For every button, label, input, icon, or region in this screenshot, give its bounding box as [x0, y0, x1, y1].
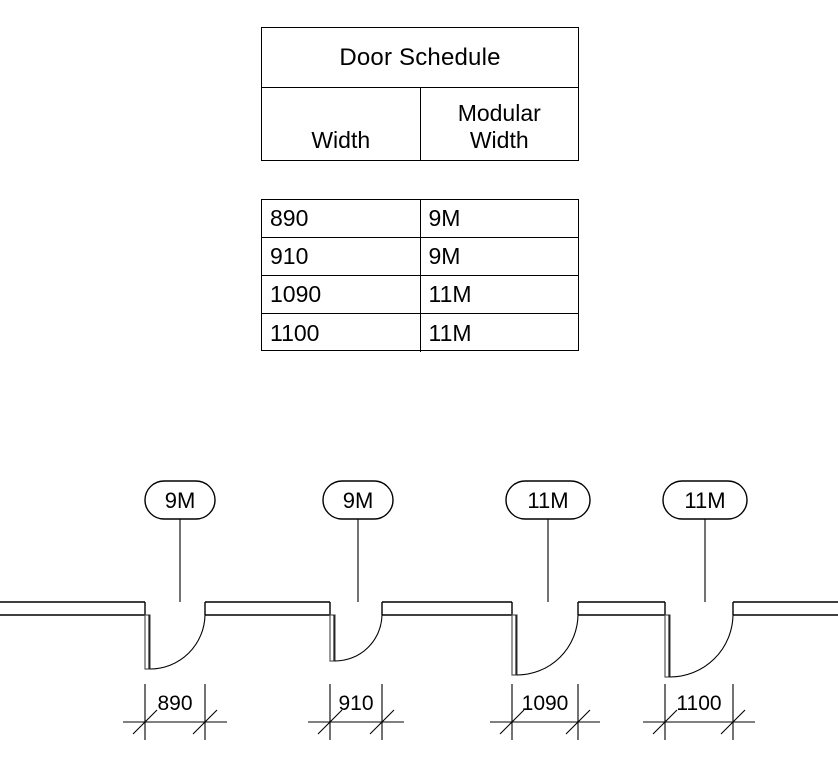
table-row: 1100 11M — [262, 314, 578, 352]
dimension-text: 1090 — [522, 692, 569, 715]
dimension-tick — [317, 709, 343, 735]
schedule-column-header-row: Width Modular Width — [262, 88, 578, 160]
door-leaf-panel — [144, 614, 151, 670]
column-header-width: Width — [262, 88, 421, 160]
cell-width: 1100 — [262, 314, 421, 352]
cell-modular-width: 11M — [428, 319, 472, 346]
cell-modular-width: 9M — [428, 243, 461, 269]
dimension-tick — [192, 709, 218, 735]
table-row: 910 9M — [262, 238, 578, 276]
cell-width: 910 — [262, 238, 421, 275]
door-leaf-panel — [329, 614, 336, 662]
door-tag-bubble[interactable] — [662, 480, 748, 520]
dimension-tick — [565, 709, 591, 735]
cell-width: 1090 — [262, 276, 421, 313]
door-tag-label: 11M — [527, 488, 568, 513]
door-tag-label: 11M — [684, 488, 725, 513]
dimension-text: 1100 — [676, 692, 721, 715]
dimension-tick — [132, 709, 158, 735]
door-tag-bubble[interactable] — [144, 480, 216, 520]
door-schedule-header-table: Door Schedule Width Modular Width — [261, 27, 579, 161]
door-leaf-panel — [511, 614, 518, 676]
wall-group — [0, 601, 838, 616]
dimension-text: 910 — [338, 692, 373, 715]
door-swing-arc — [149, 614, 206, 670]
door-tag-label: 9M — [343, 488, 374, 513]
dimension-tick — [652, 709, 678, 735]
dimensions-group: 890 910 1090 1100 — [123, 684, 755, 740]
modular-line-1: Modular — [457, 100, 541, 126]
doors-group — [144, 614, 734, 678]
door-swing-arc — [669, 614, 734, 678]
dimension-text: 890 — [157, 692, 192, 715]
table-row: 890 9M — [262, 200, 578, 238]
column-header-width-label: Width — [311, 127, 371, 153]
dimension-tick — [499, 709, 525, 735]
cell-modular-width: 9M — [428, 205, 461, 231]
cell-modular-width: 11M — [428, 281, 472, 307]
dimension-tick — [369, 709, 395, 735]
door-swing-arc — [334, 614, 383, 662]
schedule-title-row: Door Schedule — [262, 28, 578, 88]
cell-width: 890 — [262, 200, 421, 237]
dimension-tick — [720, 709, 746, 735]
door-leaf-panel — [664, 614, 671, 678]
schedule-title: Door Schedule — [339, 43, 501, 71]
column-header-modular-width-label: Modular Width — [458, 100, 541, 154]
table-row: 1090 11M — [262, 276, 578, 314]
door-tag-label: 9M — [165, 488, 196, 513]
modular-line-2: Width — [469, 127, 529, 153]
door-tag-bubble[interactable] — [322, 480, 394, 520]
door-schedule-data-table: 890 9M 910 9M 1090 11M 1100 11M — [261, 199, 579, 352]
door-tags-group: 9M 9M 11M 11M — [144, 480, 748, 602]
door-swing-arc — [516, 614, 579, 676]
door-tag-bubble[interactable] — [505, 480, 591, 520]
column-header-modular-width: Modular Width — [421, 88, 579, 160]
